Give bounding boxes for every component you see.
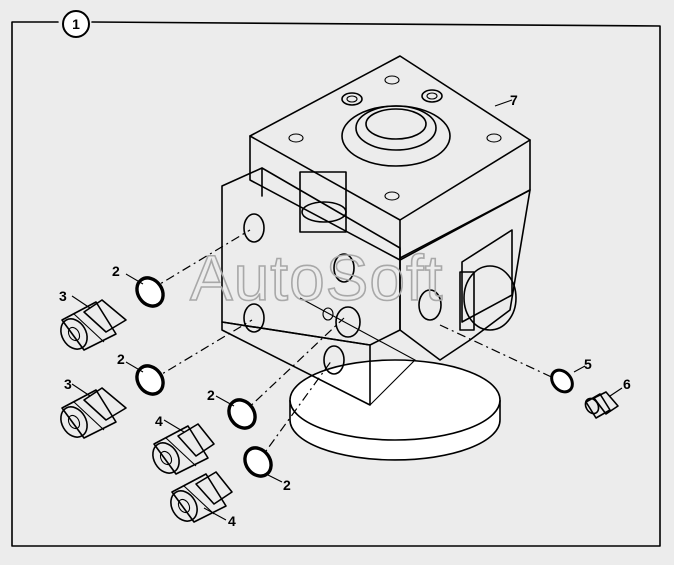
o-ring-1	[135, 276, 165, 308]
callout-5: 5	[584, 356, 592, 372]
callout-2-a: 2	[112, 263, 120, 279]
mounting-holes	[288, 75, 502, 201]
callout-3-a: 3	[59, 288, 67, 304]
fitting-4-upper	[152, 423, 215, 475]
fitting-3-lower	[60, 387, 127, 439]
o-ring-2	[135, 364, 165, 396]
leader-lines	[71, 99, 623, 521]
figure-number: 1	[72, 16, 80, 32]
fitting-4-lower	[170, 471, 233, 523]
callout-4-a: 4	[155, 413, 163, 429]
callout-6: 6	[623, 376, 631, 392]
assembly-lines	[149, 229, 561, 463]
o-ring-3	[227, 398, 257, 430]
watermark: AutoSoft	[190, 242, 444, 314]
o-ring-5	[550, 368, 574, 394]
callout-7: 7	[510, 92, 518, 108]
figure-number-badge	[62, 10, 90, 38]
callout-2-c: 2	[207, 387, 215, 403]
side-ports	[243, 213, 442, 375]
top-flange	[341, 105, 451, 167]
callout-2-b: 2	[117, 351, 125, 367]
base-disc	[289, 359, 501, 461]
grease-fitting	[584, 391, 619, 419]
callout-4-b: 4	[228, 513, 236, 529]
callout-2-d: 2	[283, 477, 291, 493]
fitting-3-upper	[60, 299, 127, 351]
valve-body	[221, 55, 531, 406]
figure-frame	[11, 21, 661, 547]
callout-3-b: 3	[64, 376, 72, 392]
